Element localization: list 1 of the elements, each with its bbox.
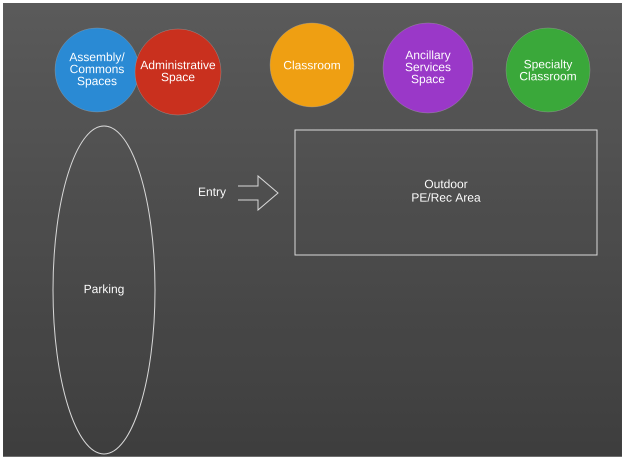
area-rectangle: Outdoor PE/Rec Area xyxy=(294,130,598,256)
